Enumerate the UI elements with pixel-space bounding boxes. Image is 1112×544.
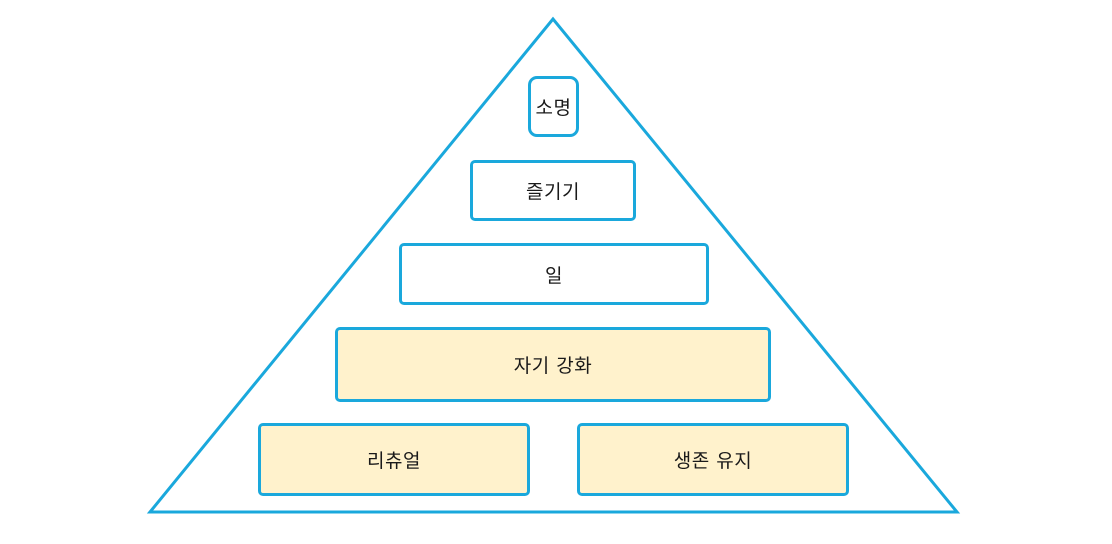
level-enjoy: 즐기기 — [470, 160, 636, 221]
level-survival: 생존 유지 — [577, 423, 849, 496]
level-self-improvement: 자기 강화 — [335, 327, 771, 402]
level-self-improvement-label: 자기 강화 — [513, 355, 593, 377]
pyramid-triangle — [146, 16, 961, 514]
level-ritual: 리츄얼 — [258, 423, 530, 496]
level-enjoy-label: 즐기기 — [526, 181, 580, 203]
level-mission-label: 소명 — [535, 97, 572, 119]
level-ritual-label: 리츄얼 — [367, 450, 421, 472]
level-work-label: 일 — [545, 264, 563, 287]
level-survival-label: 생존 유지 — [673, 450, 753, 472]
level-mission: 소명 — [528, 76, 579, 137]
level-work: 일 — [399, 243, 709, 305]
